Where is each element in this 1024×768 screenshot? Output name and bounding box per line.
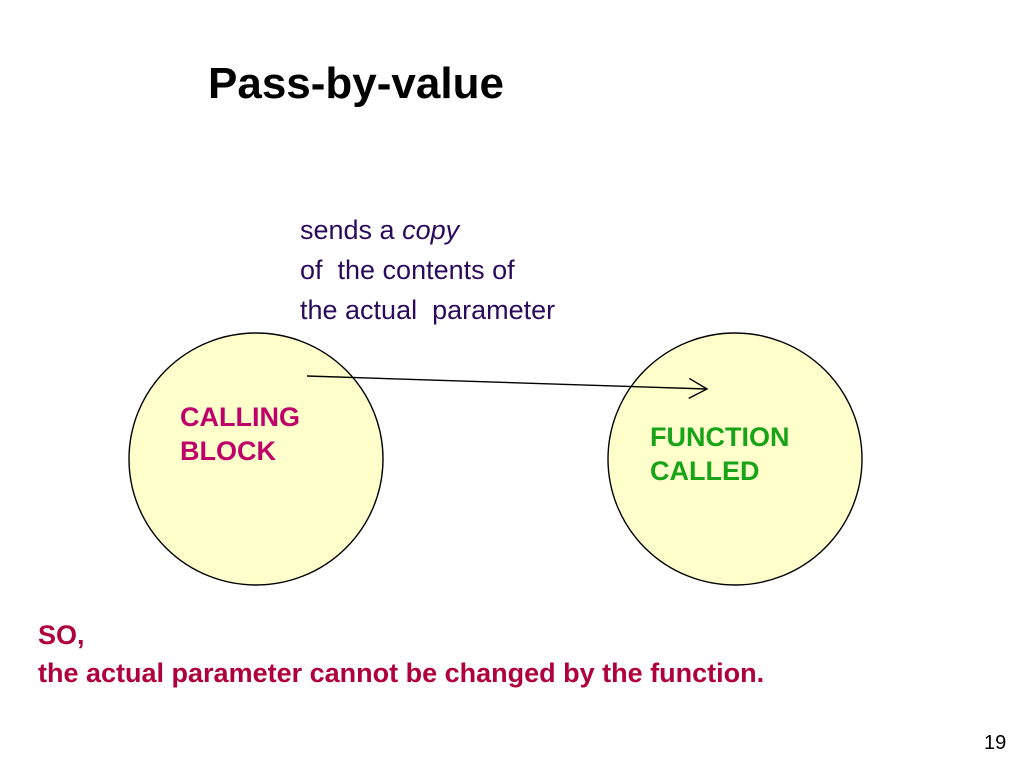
calling-block-line-1: CALLING xyxy=(180,402,300,432)
conclusion-text: SO, the actual parameter cannot be chang… xyxy=(38,616,764,692)
copy-arrow xyxy=(306,375,709,400)
slide-title: Pass-by-value xyxy=(208,59,504,108)
function-called-line-2: CALLED xyxy=(650,456,760,486)
conclusion-line-1: SO, xyxy=(38,620,85,650)
annotation-line-2: of the contents of xyxy=(300,255,515,285)
calling-block-circle xyxy=(128,332,384,586)
conclusion-line-2: the actual parameter cannot be changed b… xyxy=(38,658,765,688)
function-called-circle xyxy=(607,332,863,586)
annotation-line-1: sends a copy xyxy=(300,210,555,250)
function-called-label: FUNCTION CALLED xyxy=(650,420,789,488)
copy-annotation: sends a copy of the contents of the actu… xyxy=(300,210,555,330)
annotation-emphasis-copy: copy xyxy=(402,215,460,245)
annotation-line-3: the actual parameter xyxy=(300,295,556,325)
calling-block-line-2: BLOCK xyxy=(180,436,276,466)
annotation-prefix: sends a xyxy=(300,215,403,245)
calling-block-label: CALLING BLOCK xyxy=(180,400,300,468)
page-number: 19 xyxy=(984,732,1007,754)
function-called-line-1: FUNCTION xyxy=(650,422,790,452)
